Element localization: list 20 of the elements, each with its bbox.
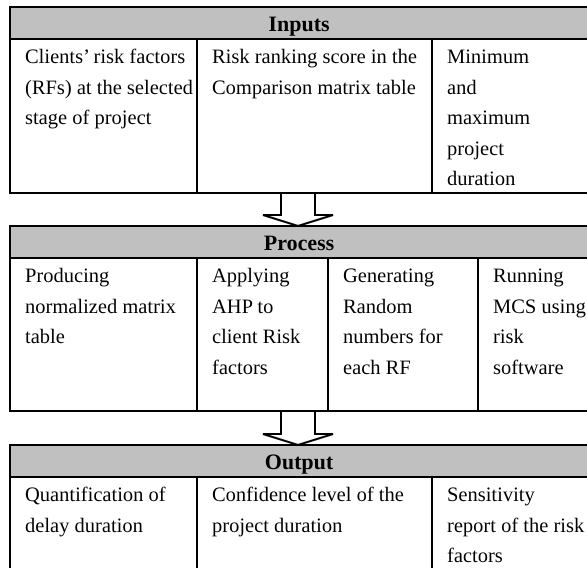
cell-text: Generating Random numbers for each RF	[343, 264, 444, 380]
table-cell	[431, 478, 587, 568]
header-cell: Output	[11, 446, 587, 478]
table-cell	[477, 259, 587, 410]
cell-text: Producing normalized matrix table	[25, 264, 177, 350]
table-panel	[9, 225, 587, 412]
block-arrow	[262, 192, 334, 228]
cell-text: Applying AHP to client Risk factors	[212, 264, 302, 380]
cell-text: Minimum and maximum project duration	[447, 45, 532, 192]
header-cell: Inputs	[11, 8, 587, 40]
cell-text: Sensitivity report of the risk factors	[447, 483, 586, 568]
header-cell: Process	[11, 227, 587, 259]
cell-text: Risk ranking score in the Comparison matrix table	[212, 45, 417, 100]
cell-text: Clients’ risk factors (RFs) at the selected stage of project	[25, 45, 194, 131]
block-arrow	[262, 410, 334, 446]
table-panel	[9, 444, 587, 568]
cell-text: Quantification of delay duration	[25, 483, 167, 538]
cell-text: Confidence level of the project duration	[212, 483, 405, 538]
table-panel	[9, 6, 587, 194]
cell-text: Running MCS using risk software	[493, 264, 587, 380]
